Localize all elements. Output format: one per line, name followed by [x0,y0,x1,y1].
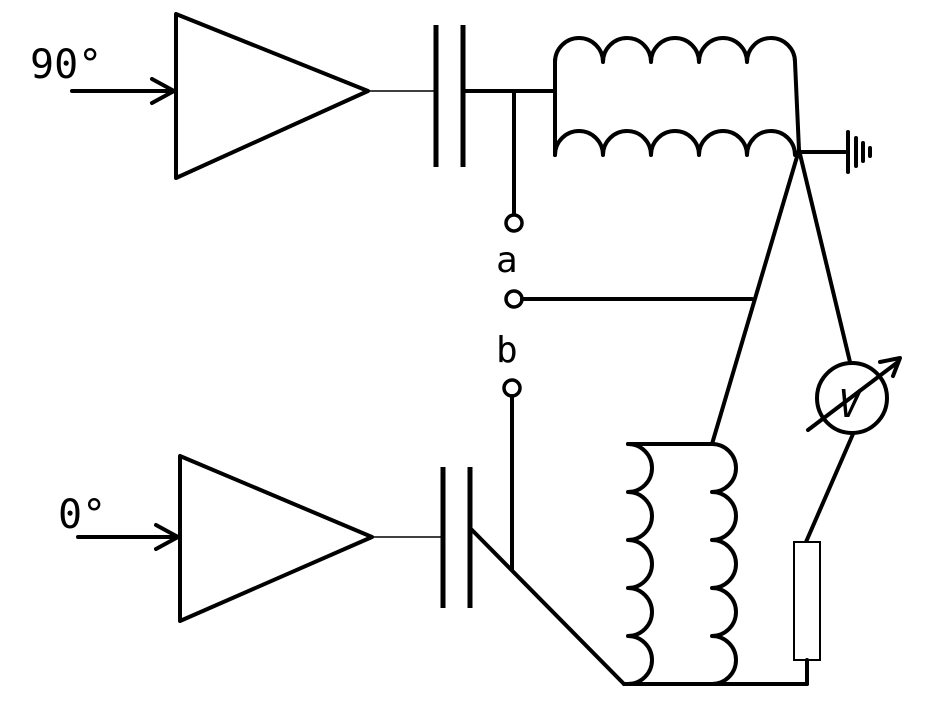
resistor [793,541,821,686]
terminal-b-label: b [496,330,518,371]
input-label-0: 0° [58,492,106,538]
transformer-top [553,36,801,157]
capacitor-bottom [440,467,473,608]
wire-transformer-top-to-bottom [710,148,801,446]
amplifier-bottom [178,454,374,623]
switch-terminals: a b [496,213,524,398]
ground-icon [797,130,872,174]
terminal-common [504,289,524,309]
input-label-90: 90° [30,42,102,88]
interconnect-wires [520,148,852,446]
terminal-a-upper [504,213,524,233]
wire-to-voltmeter [797,148,852,364]
wire-cap-to-ground-bus [470,528,626,686]
terminal-a-label: a [496,240,518,281]
amplifier-top [174,12,370,180]
voltmeter-icon: V [804,356,902,544]
top-channel: 90° [30,12,872,217]
capacitor-top [433,25,466,167]
transformer-bottom [626,442,738,686]
terminal-b-lower [502,378,522,398]
bottom-channel: 0° [58,394,809,686]
